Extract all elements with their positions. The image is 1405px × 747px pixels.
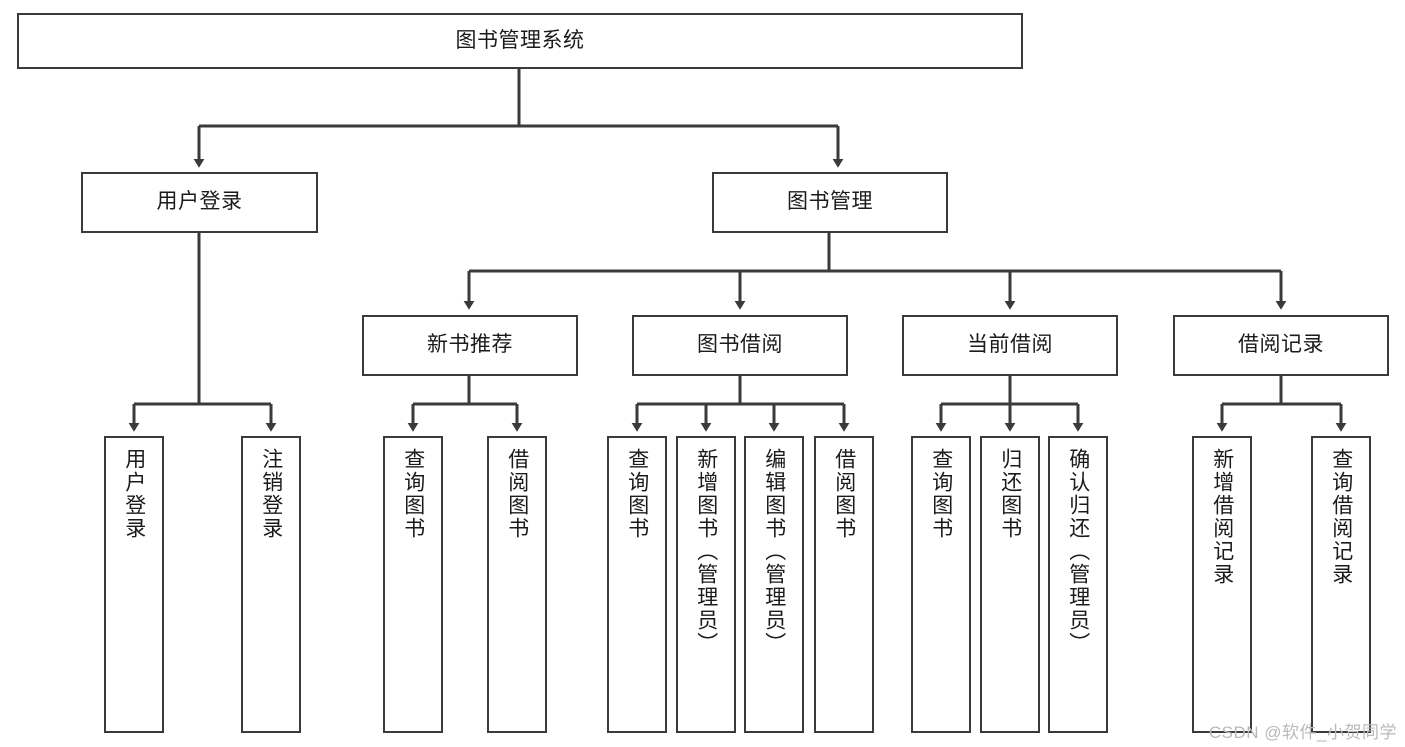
node-label: 图书借阅	[697, 333, 783, 357]
node-user-login[interactable]: 用户登录	[81, 172, 318, 233]
node-label: 用户登录	[156, 190, 243, 214]
leaf-logout[interactable]: 注销登录	[241, 436, 301, 733]
node-label: 图书管理系统	[455, 28, 585, 52]
leaf-query-book-recommend[interactable]: 查询图书	[383, 436, 443, 733]
node-label: 查询图书	[929, 448, 953, 540]
leaf-query-borrow-record[interactable]: 查询借阅记录	[1311, 436, 1371, 733]
watermark: CSDN @软件_小贺同学	[1208, 723, 1397, 742]
node-root-book-management-system[interactable]: 图书管理系统	[17, 13, 1023, 69]
node-label: 归还图书	[998, 448, 1022, 540]
node-label: 图书管理	[787, 190, 873, 214]
node-label: 查询图书	[625, 448, 649, 540]
leaf-add-borrow-record[interactable]: 新增借阅记录	[1192, 436, 1252, 733]
leaf-borrow-book-recommend[interactable]: 借阅图书	[487, 436, 547, 733]
leaf-confirm-return-admin[interactable]: 确认归还（管理员）	[1048, 436, 1108, 733]
leaf-return-book[interactable]: 归还图书	[980, 436, 1040, 733]
leaf-query-book-current[interactable]: 查询图书	[911, 436, 971, 733]
node-new-book-recommend[interactable]: 新书推荐	[362, 315, 578, 376]
node-label: 借阅图书	[505, 448, 529, 540]
node-label: 查询图书	[401, 448, 425, 540]
node-label: 新书推荐	[427, 333, 513, 357]
node-label: 查询借阅记录	[1329, 448, 1353, 586]
node-current-borrow[interactable]: 当前借阅	[902, 315, 1118, 376]
node-book-borrow[interactable]: 图书借阅	[632, 315, 848, 376]
leaf-edit-book-admin[interactable]: 编辑图书（管理员）	[744, 436, 804, 733]
leaf-borrow-book[interactable]: 借阅图书	[814, 436, 874, 733]
leaf-query-book-borrow[interactable]: 查询图书	[607, 436, 667, 733]
node-label: 编辑图书（管理员）	[762, 448, 786, 655]
node-label: 借阅图书	[832, 448, 856, 540]
node-label: 确认归还（管理员）	[1066, 448, 1090, 655]
node-label: 用户登录	[122, 448, 146, 540]
leaf-user-login[interactable]: 用户登录	[104, 436, 164, 733]
leaf-add-book-admin[interactable]: 新增图书（管理员）	[676, 436, 736, 733]
node-label: 借阅记录	[1238, 333, 1324, 357]
node-label: 注销登录	[259, 448, 283, 540]
node-label: 新增借阅记录	[1210, 448, 1234, 586]
node-label: 新增图书（管理员）	[694, 448, 718, 655]
node-label: 当前借阅	[967, 333, 1053, 357]
node-book-management[interactable]: 图书管理	[712, 172, 948, 233]
node-borrow-record[interactable]: 借阅记录	[1173, 315, 1389, 376]
